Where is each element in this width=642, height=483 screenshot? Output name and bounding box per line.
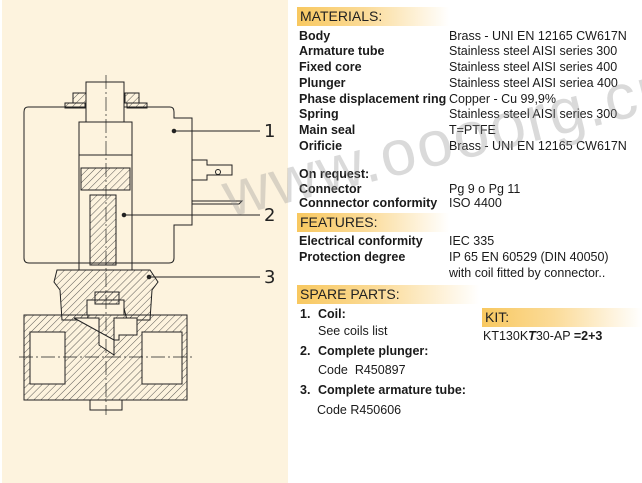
feature-value: IP 65 EN 60529 (DIN 40050) xyxy=(449,250,609,264)
kit-contents: =2+3 xyxy=(573,329,603,343)
spare-part-number: 2. xyxy=(300,344,311,358)
kit-header: KIT: xyxy=(482,308,642,327)
spare-part-number: 1. xyxy=(300,307,311,321)
on-request-label: Connector xyxy=(299,182,362,196)
valve-diagram-panel: 1 2 3 xyxy=(2,0,288,483)
material-label: Armature tube xyxy=(299,44,385,58)
material-value: Stainless steel AISI series 300 xyxy=(449,107,618,121)
kit-code-part: KT130K xyxy=(483,329,529,343)
callout-2: 2 xyxy=(264,205,275,226)
on-request-value: Pg 9 o Pg 11 xyxy=(449,182,521,196)
material-value: T=PTFE xyxy=(449,123,496,137)
spare-part-detail: See coils list xyxy=(318,324,388,338)
feature-value-continued: with coil fitted by connector.. xyxy=(449,266,606,280)
material-label: Body xyxy=(299,29,331,43)
kit-code-variant: T xyxy=(528,329,536,343)
kit-code-part: 30-AP xyxy=(535,329,574,343)
spare-part-title: Complete plunger: xyxy=(318,344,429,358)
material-label: Spring xyxy=(299,107,339,121)
spare-part-number: 3. xyxy=(300,383,311,397)
material-value: Copper - Cu 99,9% xyxy=(449,92,557,106)
on-request-value: ISO 4400 xyxy=(449,196,502,210)
material-value: Brass - UNI EN 12165 CW617N xyxy=(449,139,627,153)
feature-label: Electrical conformity xyxy=(299,234,423,248)
material-value: Brass - UNI EN 12165 CW617N xyxy=(449,29,627,43)
material-value: Stainless steel AISI series 300 xyxy=(449,44,618,58)
material-value: Stainless steel AISI series 400 xyxy=(449,60,618,74)
features-header: FEATURES: xyxy=(297,213,449,232)
material-label: Phase displacement ring xyxy=(299,92,447,106)
material-value: Stainless steel AISI seriea 400 xyxy=(449,76,618,90)
spare-part-detail: Code R450897 xyxy=(318,363,406,377)
material-label: Orificie xyxy=(299,139,343,153)
spare-part-title: Coil: xyxy=(318,307,346,321)
callout-1: 1 xyxy=(264,121,275,142)
on-request-label: Connnector conformity xyxy=(299,196,438,210)
spare-part-title: Complete armature tube: xyxy=(318,383,466,397)
spare-part-detail: Code R450606 xyxy=(317,403,402,417)
on-request-heading: On request: xyxy=(299,167,370,181)
material-label: Main seal xyxy=(299,123,356,137)
solenoid-valve-section-drawing: 1 2 3 xyxy=(19,75,275,415)
kit-code: KT130KT30-AP =2+3 xyxy=(483,329,602,344)
feature-label: Protection degree xyxy=(299,250,406,264)
spare-parts-header: SPARE PARTS: xyxy=(297,285,479,304)
callout-3: 3 xyxy=(264,267,275,288)
material-label: Plunger xyxy=(299,76,346,90)
material-label: Fixed core xyxy=(299,60,362,74)
materials-header: MATERIALS: xyxy=(297,7,449,26)
feature-value: IEC 335 xyxy=(449,234,495,248)
